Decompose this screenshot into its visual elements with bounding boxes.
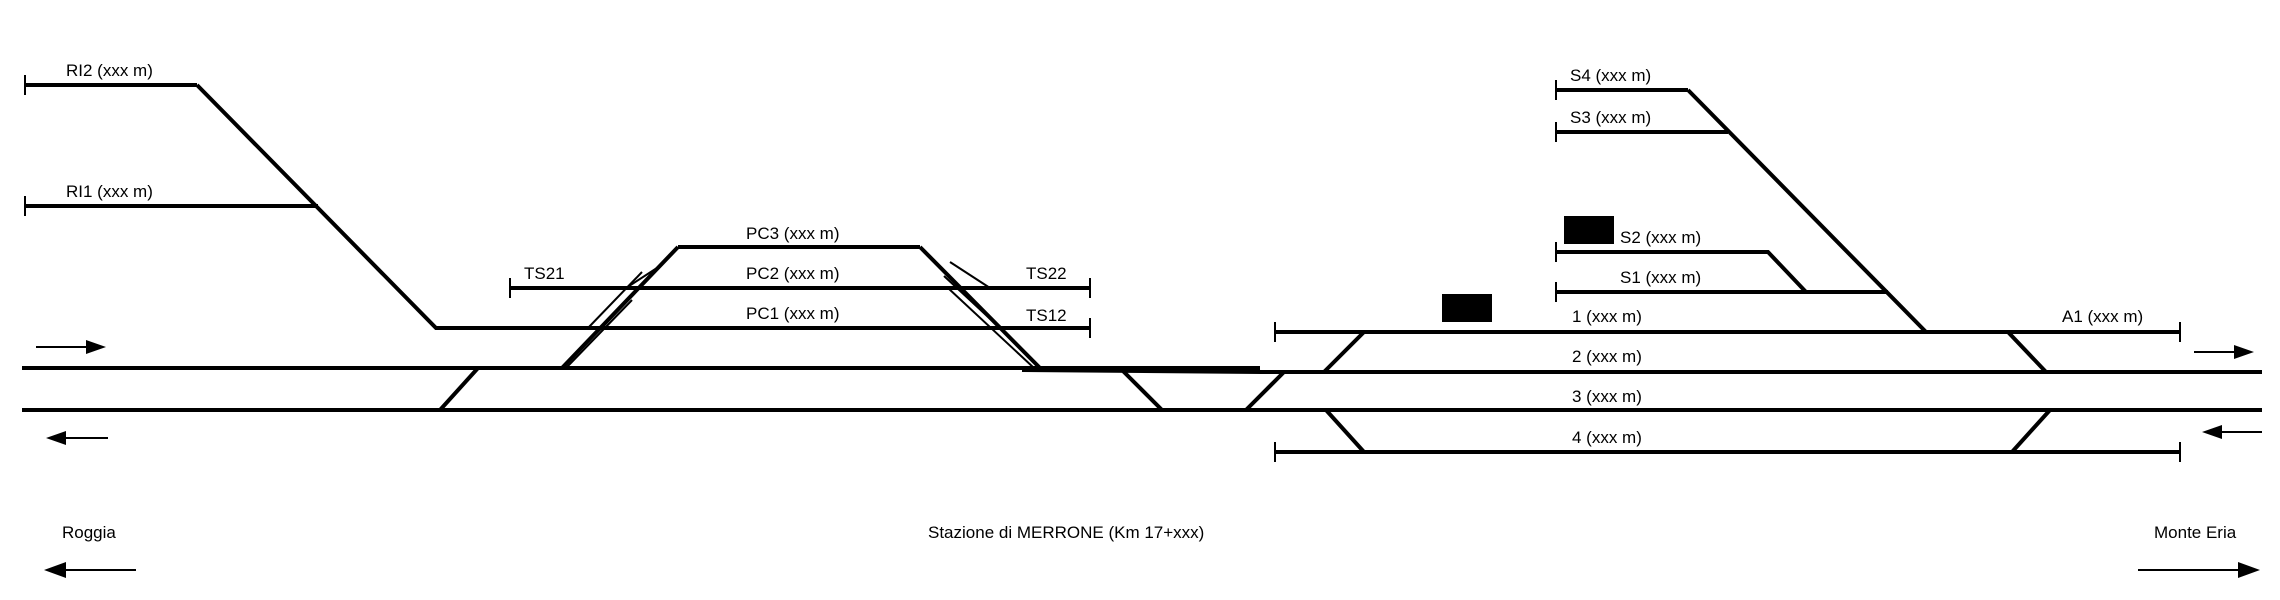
label-pc3: PC3 (xxx m) (746, 224, 840, 243)
pc-left-branch-b (587, 271, 643, 329)
label-track-4: 4 (xxx m) (1572, 428, 1642, 447)
label-track-3: 3 (xxx m) (1572, 387, 1642, 406)
label-a1: A1 (xxx m) (2062, 307, 2143, 326)
arrow-right-icon (2138, 562, 2260, 578)
label-s4: S4 (xxx m) (1570, 66, 1651, 85)
label-ri1: RI1 (xxx m) (66, 182, 153, 201)
crossover-mid-left (1120, 368, 1164, 412)
arrow-right-icon (36, 340, 106, 354)
label-ri2: RI2 (xxx m) (66, 61, 153, 80)
label-ts12: TS12 (1026, 306, 1067, 325)
pc-left-branch-a (565, 299, 633, 369)
crossover-mid-right (1244, 370, 1286, 412)
pc-right-branch-c (949, 261, 991, 289)
label-track-2: 2 (xxx m) (1572, 347, 1642, 366)
ri-lead-track (195, 83, 560, 330)
label-s3: S3 (xxx m) (1570, 108, 1651, 127)
pc-right-branch-b (947, 287, 1035, 369)
switch-3-4-left (1324, 408, 1366, 454)
pc-left-lead (560, 245, 680, 370)
link-main-upper (1021, 368, 1263, 374)
pc-right-lead (918, 245, 1042, 370)
s2-track (1556, 250, 1808, 294)
arrow-right-icon (2194, 345, 2254, 359)
pc-left-branch-c (625, 265, 661, 289)
arrow-left-icon (2202, 425, 2262, 439)
label-pc1: PC1 (xxx m) (746, 304, 840, 323)
s-lead-track (1686, 88, 1928, 334)
ri-sidings (24, 75, 560, 412)
signal-block-track-1 (1442, 294, 1492, 322)
label-s1: S1 (xxx m) (1620, 268, 1701, 287)
right-station (1274, 80, 2181, 462)
pc-right-branch-a (943, 275, 1001, 329)
label-track-1: 1 (xxx m) (1572, 307, 1642, 326)
station-info: Roggia Stazione di MERRONE (Km 17+xxx) M… (62, 523, 2237, 542)
direction-arrows (36, 340, 2262, 578)
label-ts21: TS21 (524, 264, 565, 283)
arrow-left-icon (46, 431, 108, 445)
arrow-left-icon (44, 562, 136, 578)
switch-1-2-left (1322, 330, 1366, 374)
right-destination: Monte Eria (2154, 523, 2237, 542)
station-name: Stazione di MERRONE (Km 17+xxx) (928, 523, 1204, 542)
track-labels: RI2 (xxx m) RI1 (xxx m) TS21 TS22 TS12 P… (66, 61, 2143, 447)
signal-block-s2 (1564, 216, 1614, 244)
pc-tracks (509, 245, 1286, 412)
main-lines (22, 366, 2262, 412)
label-ts22: TS22 (1026, 264, 1067, 283)
label-s2: S2 (xxx m) (1620, 228, 1701, 247)
crossover-main-left (438, 366, 480, 412)
label-pc2: PC2 (xxx m) (746, 264, 840, 283)
left-destination: Roggia (62, 523, 116, 542)
switch-1-2-right (2006, 330, 2048, 374)
switch-3-4-right (2010, 408, 2052, 454)
